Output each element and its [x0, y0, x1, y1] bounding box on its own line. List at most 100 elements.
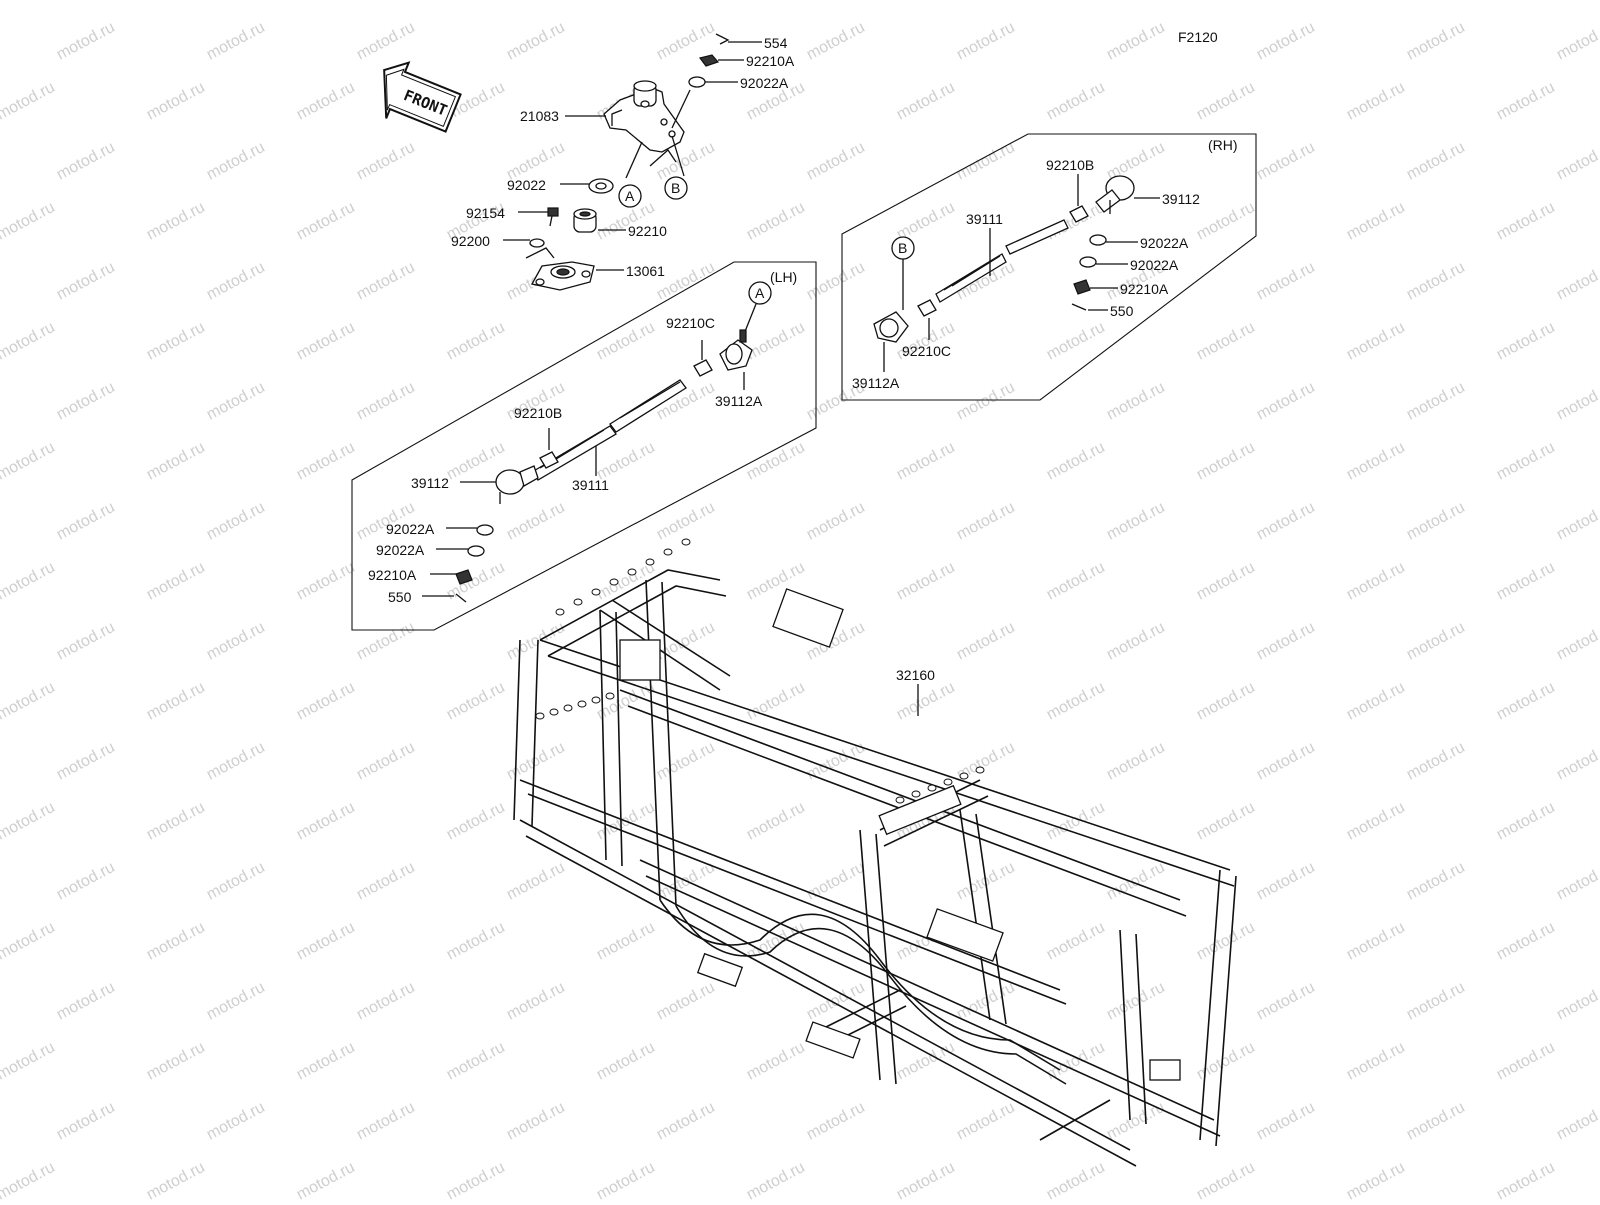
frame-hole: [943, 778, 953, 786]
watermark: motod.ru: [504, 499, 568, 544]
watermark: motod.ru: [294, 679, 358, 724]
watermark: motod.ru: [804, 979, 868, 1024]
watermark: motod.ru: [294, 0, 358, 4]
frame-hole: [591, 588, 601, 596]
watermark: motod.ru: [354, 739, 418, 784]
watermark: motod.ru: [1044, 919, 1108, 964]
tie-rod-icon: [935, 219, 1069, 303]
watermark: motod.ru: [1404, 739, 1468, 784]
watermark: motod.ru: [294, 199, 358, 244]
ref-a-label: A: [755, 285, 765, 301]
watermark: motod.ru: [1194, 199, 1258, 244]
diagram-id: F2120: [1178, 29, 1218, 45]
watermark: motod.ru: [1044, 319, 1108, 364]
washer-icon: [1079, 256, 1097, 268]
watermark: motod.ru: [1344, 439, 1408, 484]
watermark: motod.ru: [294, 319, 358, 364]
frame-hole: [645, 558, 655, 566]
watermark: motod.ru: [1254, 739, 1318, 784]
watermark: motod.ru: [444, 679, 508, 724]
bracket-icon: [926, 908, 1004, 962]
watermark: motod.ru: [54, 139, 118, 184]
label-lh-92022a-1: 92022A: [386, 521, 435, 537]
watermark: motod.ru: [1494, 799, 1558, 844]
frame-icon: [513, 538, 1237, 1167]
label-lh-39112: 39112: [411, 475, 449, 491]
frame-hole: [577, 700, 587, 708]
watermark: motod.ru: [0, 799, 58, 844]
label-rh-92210a: 92210A: [1120, 281, 1169, 297]
watermark: motod.ru: [954, 1099, 1018, 1144]
watermark: motod.ru: [1494, 319, 1558, 364]
watermark: motod.ru: [54, 379, 118, 424]
watermark: motod.ru: [1044, 799, 1108, 844]
bushing-icon: [573, 208, 597, 233]
watermark: motod.ru: [1554, 139, 1600, 184]
label-lh-550: 550: [388, 589, 412, 605]
watermark: motod.ru: [354, 139, 418, 184]
watermark: motod.ru: [1254, 139, 1318, 184]
watermark: motod.ru: [1404, 859, 1468, 904]
watermark: motod.ru: [0, 79, 58, 124]
watermark: motod.ru: [54, 1099, 118, 1144]
watermark: motod.ru: [654, 739, 718, 784]
watermark: motod.ru: [204, 619, 268, 664]
watermark: motod.ru: [1494, 0, 1558, 4]
watermark: motod.ru: [354, 259, 418, 304]
watermark: motod.ru: [594, 919, 658, 964]
watermark: motod.ru: [354, 859, 418, 904]
watermark: motod.ru: [1344, 559, 1408, 604]
watermark: motod.ru: [294, 799, 358, 844]
frame-hole: [895, 796, 905, 804]
watermark: motod.ru: [744, 1159, 808, 1200]
ref-b-label: B: [898, 240, 907, 256]
watermark: motod.ru: [1194, 559, 1258, 604]
frame-hole: [927, 784, 937, 792]
watermark: motod.ru: [1254, 259, 1318, 304]
watermark: motod.ru: [1104, 739, 1168, 784]
watermark: motod.ru: [894, 679, 958, 724]
watermark: motod.ru: [1044, 79, 1108, 124]
washer-icon: [476, 524, 494, 536]
watermark: motod.ru: [444, 919, 508, 964]
watermark: motod.ru: [594, 319, 658, 364]
watermark: motod.ru: [894, 0, 958, 4]
watermark: motod.ru: [54, 19, 118, 64]
watermark: motod.ru: [204, 19, 268, 64]
ref-b-label: B: [671, 180, 680, 196]
watermark: motod.ru: [1254, 979, 1318, 1024]
watermark: motod.ru: [144, 79, 208, 124]
frame-hole: [535, 712, 545, 720]
ref-a-circle: [618, 184, 642, 208]
nut-icon: [539, 451, 559, 469]
watermark: motod.ru: [504, 19, 568, 64]
watermark: motod.ru: [1104, 619, 1168, 664]
watermark: motod.ru: [1494, 79, 1558, 124]
frame-hole: [605, 692, 615, 700]
label-92022a-top: 92022A: [740, 75, 789, 91]
ball-joint-icon: [719, 329, 753, 371]
watermark: motod.ru: [1404, 379, 1468, 424]
bracket-icon: [878, 784, 962, 836]
steering-arm-assembly: 554 92210A 92022A 21083 A B: [451, 33, 795, 291]
washer-icon: [467, 545, 485, 557]
watermark: motod.ru: [1404, 259, 1468, 304]
watermark: motod.ru: [1254, 379, 1318, 424]
ball-joint-icon: [873, 311, 909, 343]
watermark: motod.ru: [0, 199, 58, 244]
watermark: motod.ru: [1194, 919, 1258, 964]
watermark: motod.ru: [1554, 379, 1600, 424]
watermark: motod.ru: [894, 79, 958, 124]
watermark: motod.ru: [1404, 979, 1468, 1024]
watermark: motod.ru: [144, 679, 208, 724]
watermark: motod.ru: [1404, 1099, 1468, 1144]
label-lh-92022a-2: 92022A: [376, 542, 425, 558]
watermark: motod.ru: [444, 319, 508, 364]
watermark: motod.ru: [0, 559, 58, 604]
frame-hole: [549, 708, 559, 716]
label-lh-92210a: 92210A: [368, 567, 417, 583]
watermark: motod.ru: [0, 1159, 58, 1200]
watermark: motod.ru: [1344, 0, 1408, 4]
watermark: motod.ru: [1344, 199, 1408, 244]
ref-b-circle: [664, 176, 688, 200]
